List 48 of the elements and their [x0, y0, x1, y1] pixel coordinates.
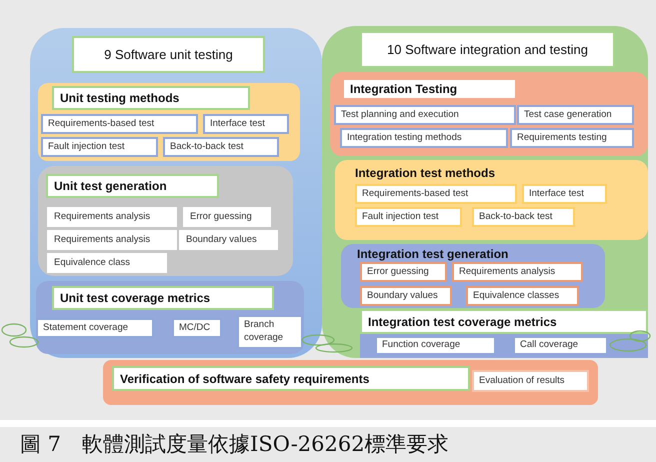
heading: Integration test methods: [355, 165, 496, 182]
item-box: Call coverage: [513, 336, 608, 355]
group-panel: [103, 360, 598, 405]
band-panel: [360, 309, 648, 358]
item-box: Back-to-back test: [472, 207, 575, 227]
item-box: Requirements testing: [510, 128, 634, 148]
group-panel: [341, 244, 605, 308]
item-box: Evaluation of results: [472, 370, 589, 392]
item-box: Error guessing: [360, 262, 447, 282]
heading-box: 10 Software integration and testing: [360, 31, 615, 68]
item-box: Test case generation: [517, 105, 634, 125]
heading-box: 9 Software unit testing: [72, 36, 265, 73]
heading-box: Integration Testing: [342, 78, 517, 100]
item-box: Equivalence classes: [466, 286, 579, 306]
group-panel: [30, 28, 322, 358]
item-box: Error guessing: [183, 207, 271, 227]
item-box: Fault injection test: [41, 137, 158, 157]
item-box: Requirements-based test: [41, 114, 198, 134]
item-box: MC/DC: [172, 318, 222, 338]
item-box: Requirements analysis: [452, 262, 583, 282]
item-box: Interface test: [203, 114, 289, 134]
item-box: Statement coverage: [36, 318, 154, 338]
group-panel: [38, 166, 293, 276]
heading-box: Unit test generation: [46, 174, 219, 198]
item-box: Boundary values: [360, 286, 452, 306]
item-box: Equivalence class: [47, 253, 167, 273]
group-panel: [322, 26, 648, 358]
heading-box: Verification of software safety requirements: [112, 366, 470, 391]
group-panel: [38, 83, 300, 161]
heading-box: Unit test coverage metrics: [52, 286, 274, 310]
item-box: Boundary values: [179, 230, 278, 250]
item-box: Integration testing methods: [340, 128, 508, 148]
item-box: Interface test: [522, 184, 607, 204]
item-box: Fault injection test: [355, 207, 462, 227]
item-box: Function coverage: [375, 336, 496, 355]
group-panel: [335, 160, 648, 240]
group-panel: [36, 281, 304, 354]
group-panel: [330, 72, 648, 156]
heading-box: Unit testing methods: [52, 86, 250, 110]
item-box: Requirements-based test: [355, 184, 517, 204]
item-box: Branch coverage: [237, 315, 303, 349]
item-box: Test planning and execution: [334, 105, 516, 125]
caption: 圖 7 軟體測試度量依據ISO-26262標準要求: [20, 431, 449, 458]
item-box: Requirements analysis: [47, 207, 177, 227]
heading-box: Integration test coverage metrics: [360, 309, 648, 334]
item-box: Back-to-back test: [163, 137, 279, 157]
heading: Integration test generation: [357, 246, 510, 263]
item-box: Requirements analysis: [47, 230, 177, 250]
